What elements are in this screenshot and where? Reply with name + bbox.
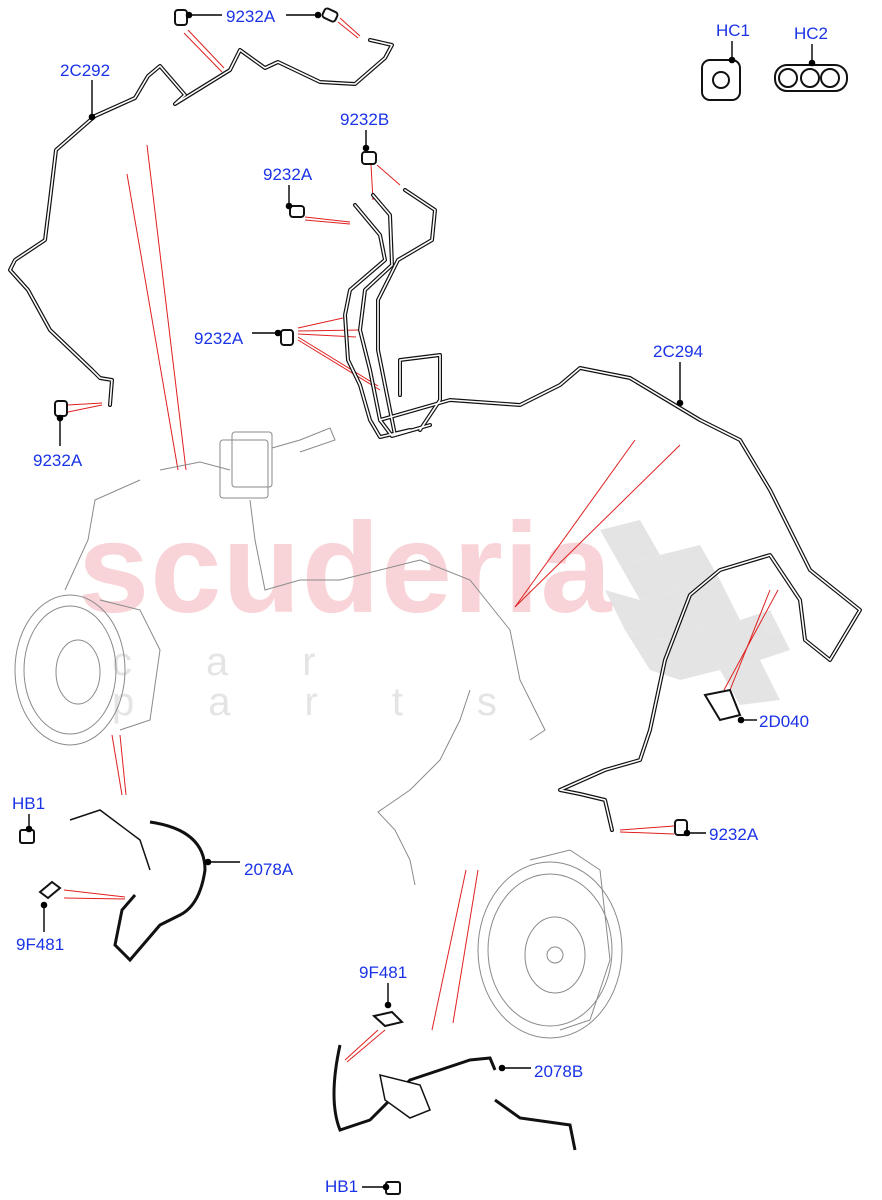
callout-9232b[interactable]: 9232B — [340, 110, 390, 129]
leader-lines — [25, 11, 816, 1191]
relation-lines — [63, 17, 779, 1063]
callout-2078a[interactable]: 2078A — [244, 860, 294, 879]
callout-2c294[interactable]: 2C294 — [653, 342, 704, 361]
clip-9f481-bottom — [371, 1010, 404, 1028]
plug-9232a-top-right — [321, 7, 339, 23]
context-drawings — [14, 427, 623, 1039]
watermark-scuderia: scuderia — [78, 497, 613, 640]
callout-9232a-right[interactable]: 9232A — [709, 825, 759, 844]
callout-9232a-left[interactable]: 9232A — [33, 451, 83, 470]
callout-2078b[interactable]: 2078B — [534, 1062, 584, 1081]
plug-9232a-top-left — [174, 9, 188, 26]
plug-9232a-right — [674, 819, 688, 836]
plug-9232b — [361, 151, 377, 165]
part-glyphs — [19, 7, 848, 1195]
callout-hc1[interactable]: HC1 — [716, 21, 751, 40]
callout-hb1-left[interactable]: HB1 — [12, 794, 46, 813]
block-2d040 — [703, 688, 742, 722]
callout-hb1-bottom[interactable]: HB1 — [325, 1177, 359, 1196]
clip-9f481-left — [38, 880, 62, 900]
callout-9232a-top[interactable]: 9232A — [226, 7, 276, 26]
callout-2c292[interactable]: 2C292 — [60, 61, 111, 80]
brake-pipes-dark — [8, 38, 862, 832]
callout-9232a-mid[interactable]: 9232A — [263, 165, 313, 184]
plug-9232a-mid — [289, 205, 305, 218]
plug-9232a-group — [280, 329, 294, 346]
watermark-car-parts: car parts — [112, 640, 571, 724]
callout-2d040[interactable]: 2D040 — [759, 712, 810, 731]
callout-9f481-left[interactable]: 9F481 — [16, 935, 65, 954]
callout-9232a-group[interactable]: 9232A — [194, 329, 244, 348]
plug-9232a-left — [54, 400, 68, 417]
callout-9f481-bottom[interactable]: 9F481 — [359, 963, 408, 982]
callout-hc2[interactable]: HC2 — [794, 24, 829, 43]
bolt-hb1-left — [19, 829, 35, 844]
